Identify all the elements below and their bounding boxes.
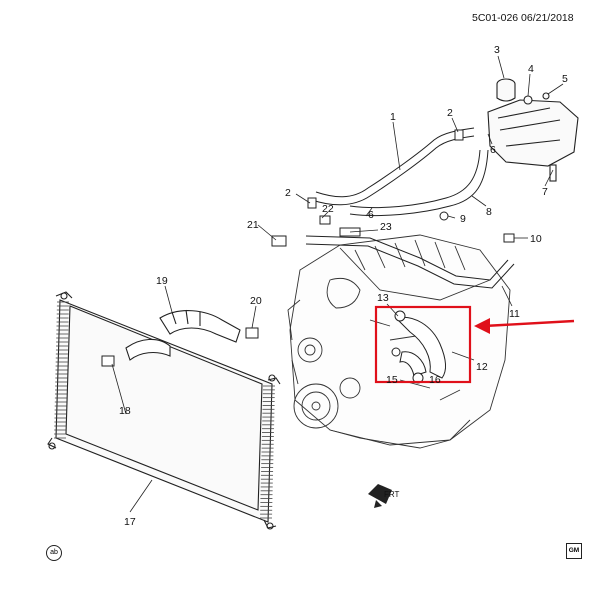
engine-block: [287, 234, 511, 449]
upper-bypass-hose: [311, 127, 475, 206]
hose-clamps: [101, 129, 515, 367]
callout-leader-lines: [111, 55, 564, 513]
callout-label: 6: [368, 209, 374, 221]
callout-label: 19: [156, 275, 168, 287]
water-outlet-highlighted-area: [391, 310, 447, 384]
callout-label: 12: [476, 361, 488, 373]
callout-label: 6: [490, 144, 496, 156]
radiator-left-tank: [54, 301, 69, 439]
callout-label: 18: [119, 405, 131, 417]
lower-radiator-hose: [125, 338, 171, 361]
highlight-box: [374, 305, 472, 384]
callout-label: 20: [250, 295, 262, 307]
coolant-surge-tank: [487, 78, 579, 182]
callout-label: 9: [460, 213, 466, 225]
surge-tank-outlet-hose: [349, 149, 489, 217]
red-pointer-arrow: [474, 318, 575, 334]
ab-badge-icon: ab: [46, 545, 62, 561]
callout-label: 8: [486, 206, 492, 218]
front-direction-label: FRT: [384, 490, 400, 499]
callout-label: 1: [390, 111, 396, 123]
callout-numbers: 1 2 2 3 4 5 6 6 7 8 9 10 11 12 13 15 16 …: [119, 44, 568, 528]
callout-label: 23: [380, 221, 392, 233]
callout-label: 7: [542, 186, 548, 198]
callout-label: 10: [530, 233, 542, 245]
callout-label: 13: [377, 292, 389, 304]
callout-label: 21: [247, 219, 259, 231]
callout-label: 15: [386, 374, 398, 386]
callout-label: 2: [285, 187, 291, 199]
radiator: [47, 291, 281, 530]
callout-label: 17: [124, 516, 136, 528]
callout-label: 11: [509, 308, 520, 320]
upper-radiator-hose: [159, 309, 241, 343]
callout-label: 5: [562, 73, 568, 85]
gm-logo-icon: GM: [566, 543, 582, 559]
callout-label: 16: [429, 374, 441, 386]
callout-label: 4: [528, 63, 534, 75]
callout-label: 22: [322, 203, 334, 215]
callout-label: 2: [447, 107, 453, 119]
diagram-reference-code: 5C01-026 06/21/2018: [472, 12, 574, 24]
radiator-right-tank: [260, 385, 275, 519]
front-direction-icon: FRT: [368, 484, 400, 508]
callout-label: 3: [494, 44, 500, 56]
